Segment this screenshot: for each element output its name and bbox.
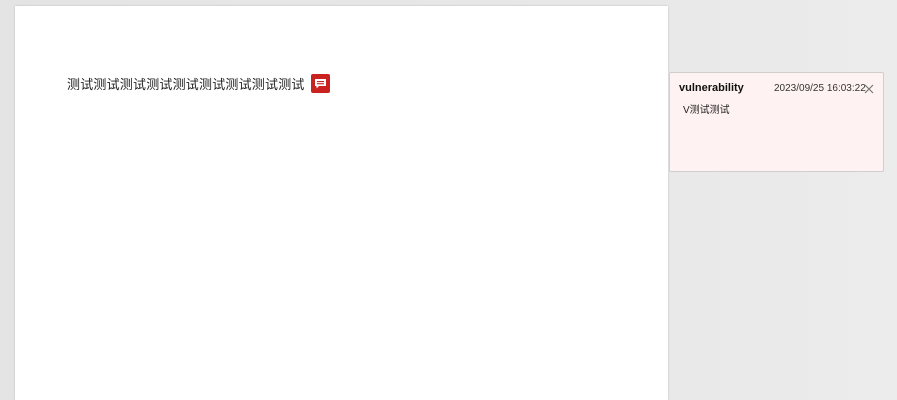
comment-body: V测试测试 bbox=[683, 105, 730, 116]
document-page: 测试测试测试测试测试测试测试测试测试 bbox=[15, 6, 668, 400]
comment-timestamp: 2023/09/25 16:03:22 bbox=[774, 83, 866, 94]
document-line: 测试测试测试测试测试测试测试测试测试 bbox=[67, 72, 330, 94]
comment-card[interactable]: vulnerability 2023/09/25 16:03:22 V测试测试 bbox=[669, 72, 884, 172]
close-icon[interactable] bbox=[863, 82, 875, 94]
comment-author: vulnerability bbox=[679, 82, 744, 94]
document-text: 测试测试测试测试测试测试测试测试测试 bbox=[67, 77, 305, 93]
comment-icon[interactable] bbox=[310, 73, 330, 93]
